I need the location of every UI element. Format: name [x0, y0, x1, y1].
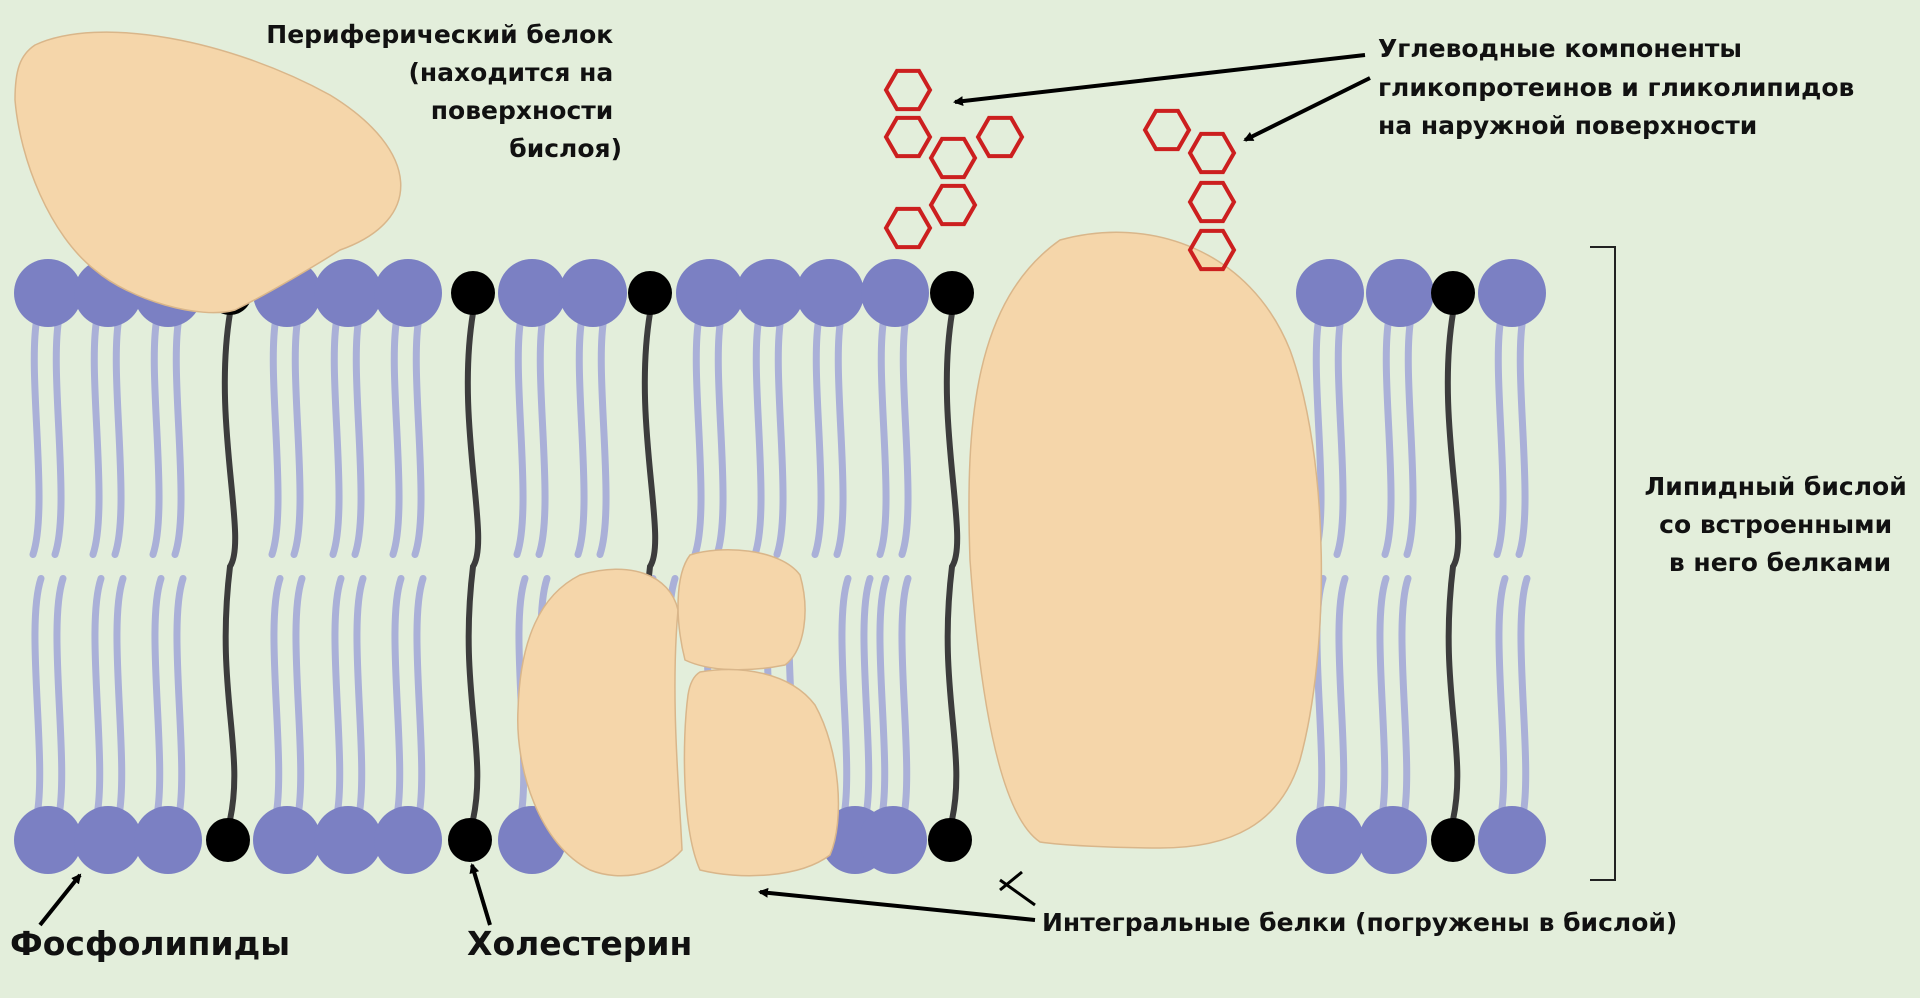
cholesterol-head: [448, 818, 492, 862]
label-peripheral-line-1: Периферический белок: [266, 20, 613, 49]
label-cholesterol: Холестерин: [467, 924, 692, 963]
phospholipid-head: [14, 806, 82, 874]
label-bilayer-line-1: Липидный бислой: [1645, 472, 1907, 501]
cholesterol-head: [451, 271, 495, 315]
label-peripheral-line-4: бислоя): [509, 134, 622, 163]
cholesterol-head: [206, 818, 250, 862]
label-carbohydrates-line-1: Углеводные компоненты: [1378, 34, 1742, 63]
label-peripheral-line-2: (находится на: [408, 58, 613, 87]
phospholipid-head: [498, 259, 566, 327]
cholesterol-head: [930, 271, 974, 315]
phospholipid-head: [374, 806, 442, 874]
label-phospholipids: Фосфолипиды: [10, 924, 290, 963]
label-integral: Интегральные белки (погружены в бислой): [1042, 908, 1677, 937]
label-bilayer: Липидный бислой со встроенными в него бе…: [1645, 472, 1916, 577]
phospholipid-head: [1366, 259, 1434, 327]
phospholipid-head: [861, 259, 929, 327]
label-bilayer-line-2: со встроенными: [1659, 510, 1892, 539]
phospholipid-head: [314, 806, 382, 874]
phospholipid-head: [1296, 259, 1364, 327]
phospholipid-head: [676, 259, 744, 327]
protein-subunit-top: [678, 550, 805, 670]
phospholipid-head: [1296, 806, 1364, 874]
label-carbohydrates-line-2: гликопротеинов и гликолипидов: [1378, 73, 1854, 102]
label-carbohydrates-line-3: на наружной поверхности: [1378, 111, 1757, 140]
integral-protein-large: [969, 232, 1321, 848]
cholesterol-head: [1431, 271, 1475, 315]
label-bilayer-line-3: в него белками: [1669, 548, 1891, 577]
phospholipid-head: [859, 806, 927, 874]
phospholipid-head: [134, 806, 202, 874]
phospholipid-head: [74, 806, 142, 874]
phospholipid-head: [314, 259, 382, 327]
phospholipid-head: [253, 806, 321, 874]
cholesterol-head: [928, 818, 972, 862]
label-peripheral-line-3: поверхности: [431, 96, 614, 125]
phospholipid-head: [736, 259, 804, 327]
phospholipid-head: [14, 259, 82, 327]
cholesterol-head: [628, 271, 672, 315]
phospholipid-head: [796, 259, 864, 327]
phospholipid-head: [1478, 259, 1546, 327]
phospholipid-head: [1359, 806, 1427, 874]
phospholipid-head: [374, 259, 442, 327]
cholesterol-head: [1431, 818, 1475, 862]
phospholipid-head: [1478, 806, 1546, 874]
phospholipid-head: [559, 259, 627, 327]
